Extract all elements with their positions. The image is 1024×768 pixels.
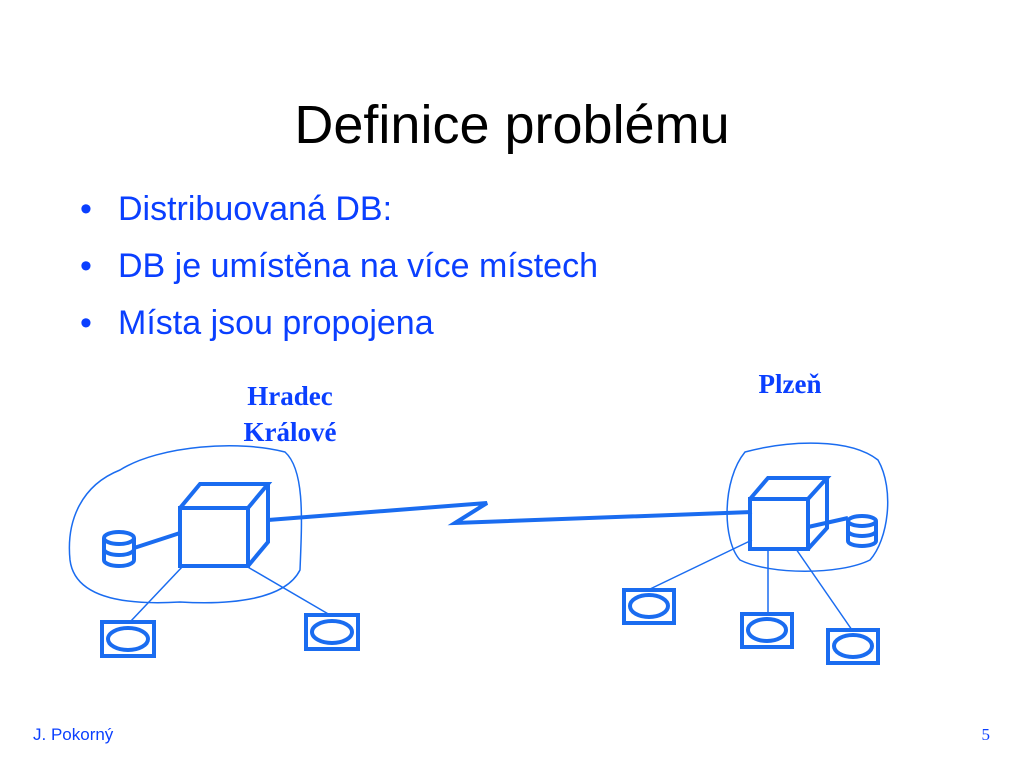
- server-node-hradec: [178, 482, 273, 568]
- bullet-item: • Místa jsou propojena: [80, 306, 598, 340]
- page-number: 5: [981, 725, 991, 744]
- bullet-icon: •: [80, 190, 92, 228]
- server-node-plzen: [748, 476, 832, 551]
- database-icon: [846, 514, 878, 548]
- terminal-icon: [740, 612, 794, 649]
- site-label-plzen: Plzeň: [720, 366, 860, 402]
- terminal-icon: [304, 613, 360, 651]
- bullet-item: • DB je umístěna na více místech: [80, 249, 598, 283]
- bullet-item: • Distribuovaná DB:: [80, 192, 598, 226]
- bullet-icon: •: [80, 247, 92, 285]
- terminal-link: [647, 539, 753, 591]
- wan-link: [267, 501, 753, 526]
- bullet-text: Distribuovaná DB:: [118, 190, 393, 228]
- terminal-link: [795, 548, 853, 631]
- terminal-link: [245, 565, 331, 616]
- footer-author: J. Pokorný: [33, 725, 114, 744]
- database-icon: [102, 530, 136, 568]
- terminal-icon: [622, 588, 676, 625]
- site-label-line: Hradec: [247, 381, 333, 411]
- slide-title: Definice problému: [294, 95, 730, 155]
- bullet-icon: •: [80, 304, 92, 342]
- bullet-text: DB je umístěna na více místech: [118, 247, 598, 285]
- db-connector: [133, 531, 181, 550]
- site-boundary-hradec: [68, 445, 303, 604]
- terminal-icon: [100, 620, 156, 658]
- site-label-line: Plzeň: [758, 369, 822, 399]
- terminal-icon: [826, 628, 880, 665]
- db-connector: [807, 516, 849, 529]
- site-boundary-plzen: [726, 442, 889, 572]
- site-label-hradec: Hradec Králové: [210, 378, 370, 451]
- site-label-line: Králové: [243, 417, 337, 448]
- bullet-list: • Distribuovaná DB: • DB je umístěna na …: [80, 192, 598, 363]
- terminal-link: [129, 565, 184, 623]
- bullet-text: Místa jsou propojena: [118, 304, 434, 342]
